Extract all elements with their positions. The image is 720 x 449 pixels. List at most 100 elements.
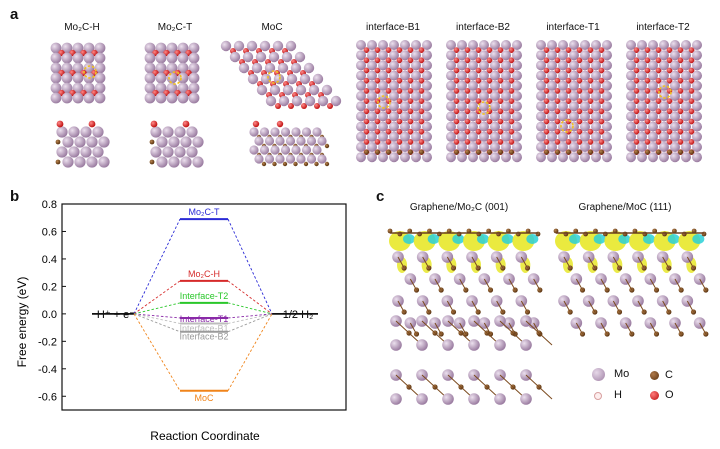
- mo-atom: [637, 80, 647, 91]
- o-atom: [565, 108, 572, 115]
- c-atom: [438, 331, 444, 337]
- mo-atom: [547, 50, 557, 61]
- mo-atom: [490, 40, 500, 50]
- mo-atom: [286, 73, 298, 85]
- o-atom: [644, 139, 651, 145]
- o-atom: [453, 128, 460, 135]
- o-atom: [327, 103, 333, 109]
- bond: [422, 300, 430, 313]
- o-atom: [666, 47, 673, 53]
- mo-atom: [457, 60, 467, 71]
- mo-atom: [177, 62, 189, 74]
- mo-atom: [144, 42, 156, 54]
- mo-atom: [501, 111, 511, 122]
- mo-atom: [468, 60, 478, 71]
- mo-atom: [490, 152, 500, 163]
- o-atom: [453, 108, 460, 115]
- mo-atom: [457, 80, 467, 91]
- c-atom: [500, 309, 506, 315]
- o-atom: [543, 57, 550, 64]
- o-atom: [576, 57, 583, 64]
- mo-atom: [268, 51, 280, 63]
- mo-atom: [670, 40, 680, 50]
- c-atom: [476, 149, 481, 155]
- series-label-3: Interface-T1: [180, 314, 229, 324]
- o-atom: [688, 67, 695, 74]
- mo-atom: [692, 40, 702, 50]
- mo-atom: [411, 121, 421, 132]
- o-atom: [363, 88, 370, 94]
- mo-atom: [494, 393, 506, 405]
- mo-atom: [659, 70, 669, 81]
- mo-atom: [591, 40, 601, 50]
- mo-atom: [648, 91, 658, 101]
- mo-atom: [155, 62, 167, 74]
- mo-atom: [155, 92, 167, 104]
- mo-atom: [441, 251, 454, 263]
- o-atom: [554, 98, 561, 104]
- mo-atom: [272, 40, 284, 52]
- mo-atom: [144, 52, 156, 64]
- mo-atom: [238, 62, 250, 74]
- mo-atom: [494, 339, 506, 351]
- o-atom: [385, 67, 392, 74]
- mo-atom: [192, 136, 204, 148]
- mo-atom: [670, 101, 680, 112]
- mo-atom: [479, 121, 489, 132]
- mo-atom: [400, 91, 410, 101]
- mo-atom: [468, 152, 478, 163]
- mo-atom: [390, 393, 402, 405]
- o-atom: [655, 139, 662, 145]
- mo-atom: [367, 60, 377, 71]
- mo-atom: [659, 40, 669, 50]
- mo-atom: [692, 101, 702, 112]
- connector-left-1: [133, 280, 181, 315]
- mo-atom: [468, 121, 478, 132]
- bond: [446, 300, 454, 313]
- mo-atom: [308, 84, 320, 96]
- o-atom: [644, 88, 651, 94]
- mo-atom: [602, 80, 612, 91]
- mo-atom: [446, 152, 456, 163]
- mo-atom: [536, 40, 546, 50]
- mo-atom: [98, 156, 110, 168]
- mo-atom: [626, 121, 636, 132]
- mo-atom: [177, 82, 189, 94]
- o-atom: [644, 98, 651, 104]
- o-atom: [688, 57, 695, 64]
- mo-atom: [591, 50, 601, 61]
- c-atom: [588, 149, 593, 155]
- mo-atom: [681, 251, 694, 263]
- connector-right-3: [227, 313, 273, 319]
- bond: [483, 322, 491, 335]
- structure-title-interface-t1: interface-T1: [546, 22, 600, 33]
- mo-atom: [330, 95, 342, 107]
- o-atom: [598, 139, 605, 145]
- o-atom: [644, 108, 651, 115]
- structure-title-interface-t2: interface-T2: [636, 22, 690, 33]
- charge-depletion-lobe: [593, 234, 606, 244]
- mo-atom: [72, 62, 84, 74]
- o-atom: [385, 88, 392, 94]
- mo-atom: [569, 60, 579, 71]
- mo-atom: [389, 70, 399, 81]
- c-atom: [632, 228, 638, 234]
- mo-atom: [411, 91, 421, 101]
- mo-atom: [580, 101, 590, 112]
- panel-c-letter: c: [376, 188, 385, 205]
- bond: [421, 320, 436, 334]
- mo-atom: [580, 121, 590, 132]
- mo-atom: [72, 92, 84, 104]
- c-atom: [544, 149, 549, 155]
- o-atom: [464, 108, 471, 115]
- mo-atom: [681, 40, 691, 50]
- o-atom: [418, 67, 425, 74]
- mo-atom: [580, 91, 590, 101]
- mo-atom: [479, 50, 489, 61]
- o-atom: [655, 118, 662, 125]
- o-atom: [633, 118, 640, 125]
- mo-atom: [457, 91, 467, 101]
- mo-atom: [61, 52, 73, 64]
- o-atom: [453, 118, 460, 125]
- o-atom: [688, 47, 695, 53]
